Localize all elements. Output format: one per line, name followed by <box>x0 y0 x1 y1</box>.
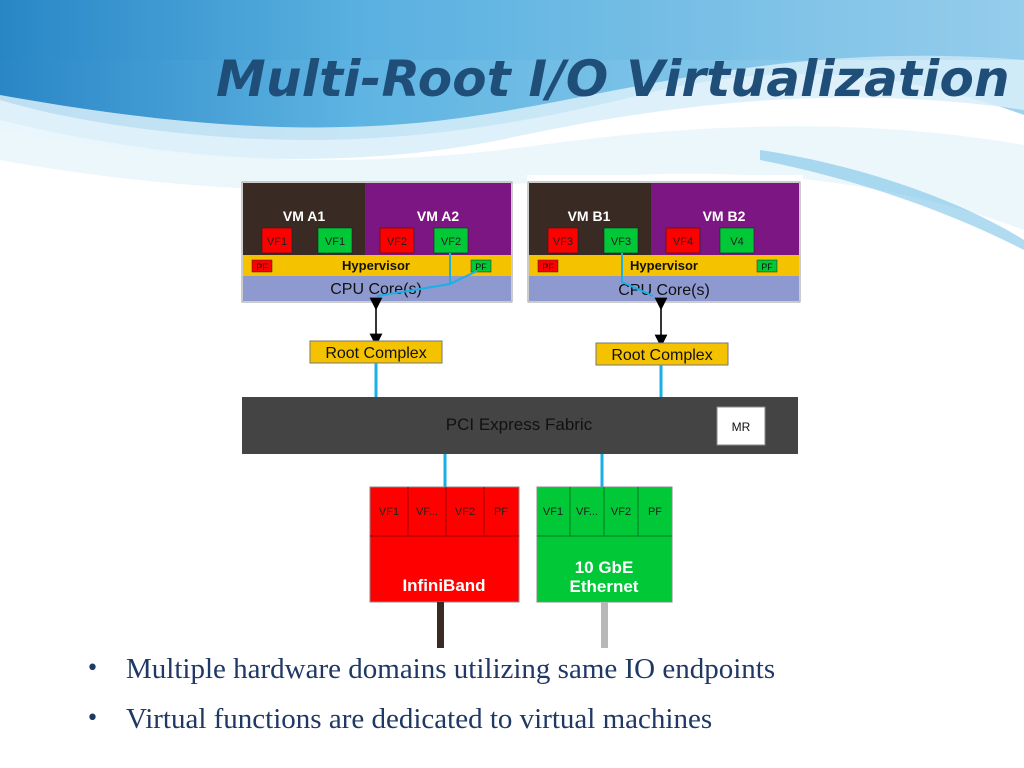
vf-label: VF1 <box>267 236 287 248</box>
ib-function-label: VF1 <box>379 506 399 518</box>
vf-label: VF2 <box>441 236 461 248</box>
vf-label: VF4 <box>673 236 693 248</box>
ib-function-label: VF... <box>416 506 438 518</box>
vf-box <box>603 227 639 254</box>
ethernet-device: VF1 VF... VF2 PF 10 GbE Ethernet <box>536 486 673 603</box>
bullet-icon: • <box>86 706 99 731</box>
vf-link <box>621 253 654 297</box>
ethernet-label-line1: 10 GbE <box>575 558 634 577</box>
mr-box <box>716 406 766 446</box>
slide-title: Multi-Root I/O Virtualization <box>216 50 1010 108</box>
vf-box <box>317 227 353 254</box>
vf-label: VF3 <box>611 236 631 248</box>
vf-box <box>261 227 293 254</box>
vf-box <box>379 227 415 254</box>
top-wave <box>0 0 1024 141</box>
hypervisor-bar <box>243 255 511 276</box>
wave-stripe <box>0 120 1024 230</box>
root-complex-a-label: Root Complex <box>325 345 426 362</box>
pf-label: PF <box>256 262 268 272</box>
cpu-bar <box>529 276 799 301</box>
vm-b2-label: VM B2 <box>703 208 746 224</box>
vf-label: VF3 <box>553 236 573 248</box>
vf-box <box>665 227 701 254</box>
eth-function-label: PF <box>648 506 662 518</box>
vf-box <box>433 227 469 254</box>
pf-box <box>470 259 492 273</box>
pci-express-fabric <box>242 397 798 454</box>
host-b: VM B1 VM B2 VF3 VF3 VF4 V4 Hypervisor PF… <box>527 175 803 304</box>
hypervisor-label: Hypervisor <box>342 258 410 273</box>
cpu-label: CPU Core(s) <box>330 281 422 298</box>
fabric-label: PCI Express Fabric <box>446 415 593 434</box>
mr-label: MR <box>732 420 751 434</box>
pf-box <box>537 259 559 273</box>
pf-label: PF <box>475 262 487 272</box>
host-a: VM A1 VM A2 VF1 VF1 VF2 VF2 Hypervisor P… <box>241 181 513 303</box>
bullet-list: • Multiple hardware domains utilizing sa… <box>86 646 775 746</box>
ib-function-label: PF <box>494 506 508 518</box>
cpu-bar <box>243 276 511 301</box>
pf-box <box>251 259 273 273</box>
vf-link <box>449 270 478 285</box>
cpu-label: CPU Core(s) <box>618 282 710 299</box>
vf-label: VF2 <box>387 236 407 248</box>
wave-highlight <box>0 55 1024 159</box>
ethernet-label-line2: Ethernet <box>570 577 639 596</box>
vf-label: VF1 <box>325 236 345 248</box>
vf-box <box>719 227 755 254</box>
infiniband-label: InfiniBand <box>402 576 485 595</box>
bullet-text: Virtual functions are dedicated to virtu… <box>126 703 713 735</box>
bullet-item: • Multiple hardware domains utilizing sa… <box>86 646 775 696</box>
vf-box <box>547 227 579 254</box>
bullet-item: • Virtual functions are dedicated to vir… <box>86 696 775 746</box>
eth-function-label: VF2 <box>611 506 631 518</box>
eth-function-label: VF... <box>576 506 598 518</box>
bullet-text: Multiple hardware domains utilizing same… <box>126 653 776 685</box>
bullet-icon: • <box>86 656 99 681</box>
ib-function-label: VF2 <box>455 506 475 518</box>
hypervisor-label: Hypervisor <box>630 258 698 273</box>
vm-a2-label: VM A2 <box>417 208 459 224</box>
wave-right-arc <box>760 150 1024 250</box>
pf-label: PF <box>761 262 773 272</box>
hypervisor-bar <box>529 255 799 276</box>
vm-a1-label: VM A1 <box>283 208 325 224</box>
vf-label: V4 <box>730 236 743 248</box>
eth-function-label: VF1 <box>543 506 563 518</box>
pf-box <box>756 259 778 273</box>
ethernet-cable <box>601 602 608 648</box>
vm-b1-label: VM B1 <box>568 208 611 224</box>
root-complex-b-label: Root Complex <box>611 347 712 364</box>
infiniband-cable <box>437 602 444 648</box>
pf-label: PF <box>542 262 554 272</box>
infiniband-device: VF1 VF... VF2 PF InfiniBand <box>369 486 520 603</box>
